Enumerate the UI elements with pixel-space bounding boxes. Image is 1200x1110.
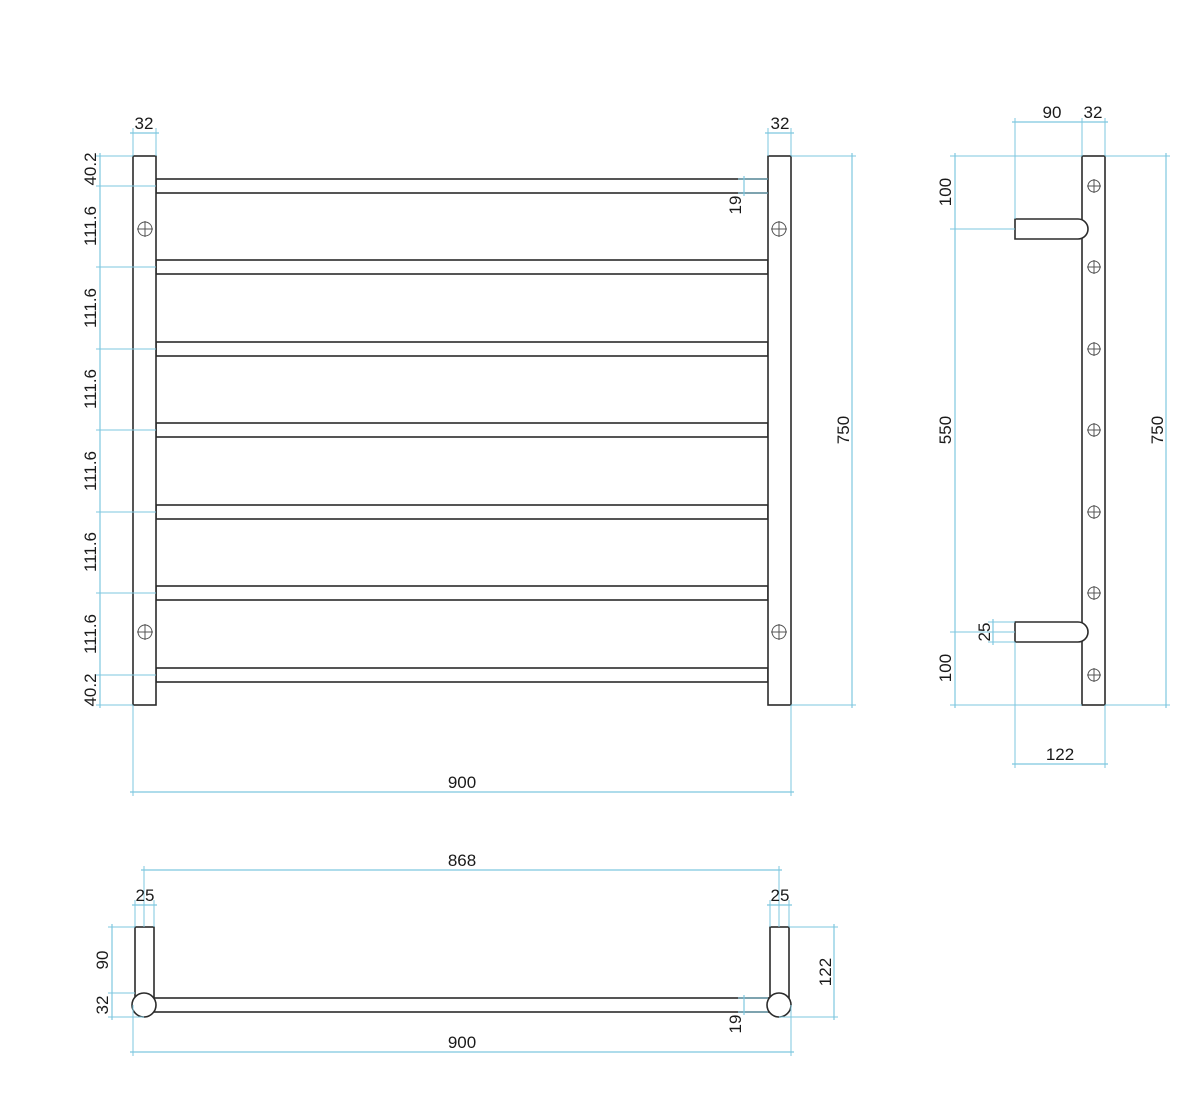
side-mount-bolts xyxy=(1087,179,1101,682)
upper-bracket-arm xyxy=(1014,218,1089,240)
dim-front-width: 900 xyxy=(448,773,476,792)
dim-plan-post-depth: 32 xyxy=(93,996,112,1015)
dim-side-overall-depth: 122 xyxy=(1046,745,1074,764)
front-view: 32 32 19 750 900 xyxy=(81,114,856,796)
plan-left-post xyxy=(131,992,157,1018)
rail-5 xyxy=(155,504,769,520)
bolt-icon xyxy=(771,221,787,237)
dim-side-bottom-offset: 100 xyxy=(936,654,955,682)
dim-plan-bar-diameter: 19 xyxy=(726,1015,745,1034)
rail-7 xyxy=(155,667,769,683)
rail-4 xyxy=(155,422,769,438)
bolt-icon xyxy=(1087,423,1101,437)
bolt-icon xyxy=(771,624,787,640)
front-mount-bolts xyxy=(137,221,787,640)
rail-6 xyxy=(155,585,769,601)
plan-rail xyxy=(143,997,781,1013)
plan-right-post xyxy=(766,992,792,1018)
dim-spacing-6: 111.6 xyxy=(81,614,100,654)
bolt-icon xyxy=(1087,586,1101,600)
dim-spacing-top-end: 40.2 xyxy=(81,152,100,185)
dim-bar-diameter: 19 xyxy=(726,196,745,215)
dim-left-post-width: 32 xyxy=(135,114,154,133)
rail-1 xyxy=(155,178,769,194)
side-view: 90 32 100 550 100 25 750 122 xyxy=(936,103,1170,768)
dim-side-top-offset: 100 xyxy=(936,178,955,206)
dim-spacing-bottom-end: 40.2 xyxy=(81,673,100,706)
dim-side-bracket-spacing: 550 xyxy=(936,416,955,444)
dim-plan-arm-depth: 90 xyxy=(93,951,112,970)
dim-right-post-width: 32 xyxy=(771,114,790,133)
bolt-icon xyxy=(1087,260,1101,274)
bolt-icon xyxy=(1087,179,1101,193)
bolt-icon xyxy=(1087,668,1101,682)
dim-plan-right-arm: 25 xyxy=(771,886,790,905)
right-post xyxy=(767,155,792,706)
spacing-chain xyxy=(96,153,156,708)
plan-view: 868 25 25 90 32 122 19 900 xyxy=(93,851,838,1056)
bolt-icon xyxy=(1087,505,1101,519)
dim-plan-left-arm: 25 xyxy=(136,886,155,905)
dim-front-height: 750 xyxy=(834,416,853,444)
dim-side-post-depth: 32 xyxy=(1084,103,1103,122)
rail-3 xyxy=(155,341,769,357)
dim-spacing-5: 111.6 xyxy=(81,532,100,572)
dim-spacing-4: 111.6 xyxy=(81,451,100,491)
dim-side-height: 750 xyxy=(1148,416,1167,444)
front-rails xyxy=(155,178,769,683)
rail-2 xyxy=(155,259,769,275)
dim-spacing-1: 111.6 xyxy=(81,206,100,246)
bolt-icon xyxy=(137,624,153,640)
dim-side-arm-diameter: 25 xyxy=(975,623,994,642)
lower-bracket-arm xyxy=(1014,621,1089,643)
dim-spacing-3: 111.6 xyxy=(81,369,100,409)
dim-plan-width: 900 xyxy=(448,1033,476,1052)
dim-plan-overall-depth: 122 xyxy=(816,958,835,986)
dim-plan-inner-width: 868 xyxy=(448,851,476,870)
bolt-icon xyxy=(1087,342,1101,356)
dim-side-arm-depth: 90 xyxy=(1043,103,1062,122)
bolt-icon xyxy=(137,221,153,237)
dim-spacing-2: 111.6 xyxy=(81,288,100,328)
